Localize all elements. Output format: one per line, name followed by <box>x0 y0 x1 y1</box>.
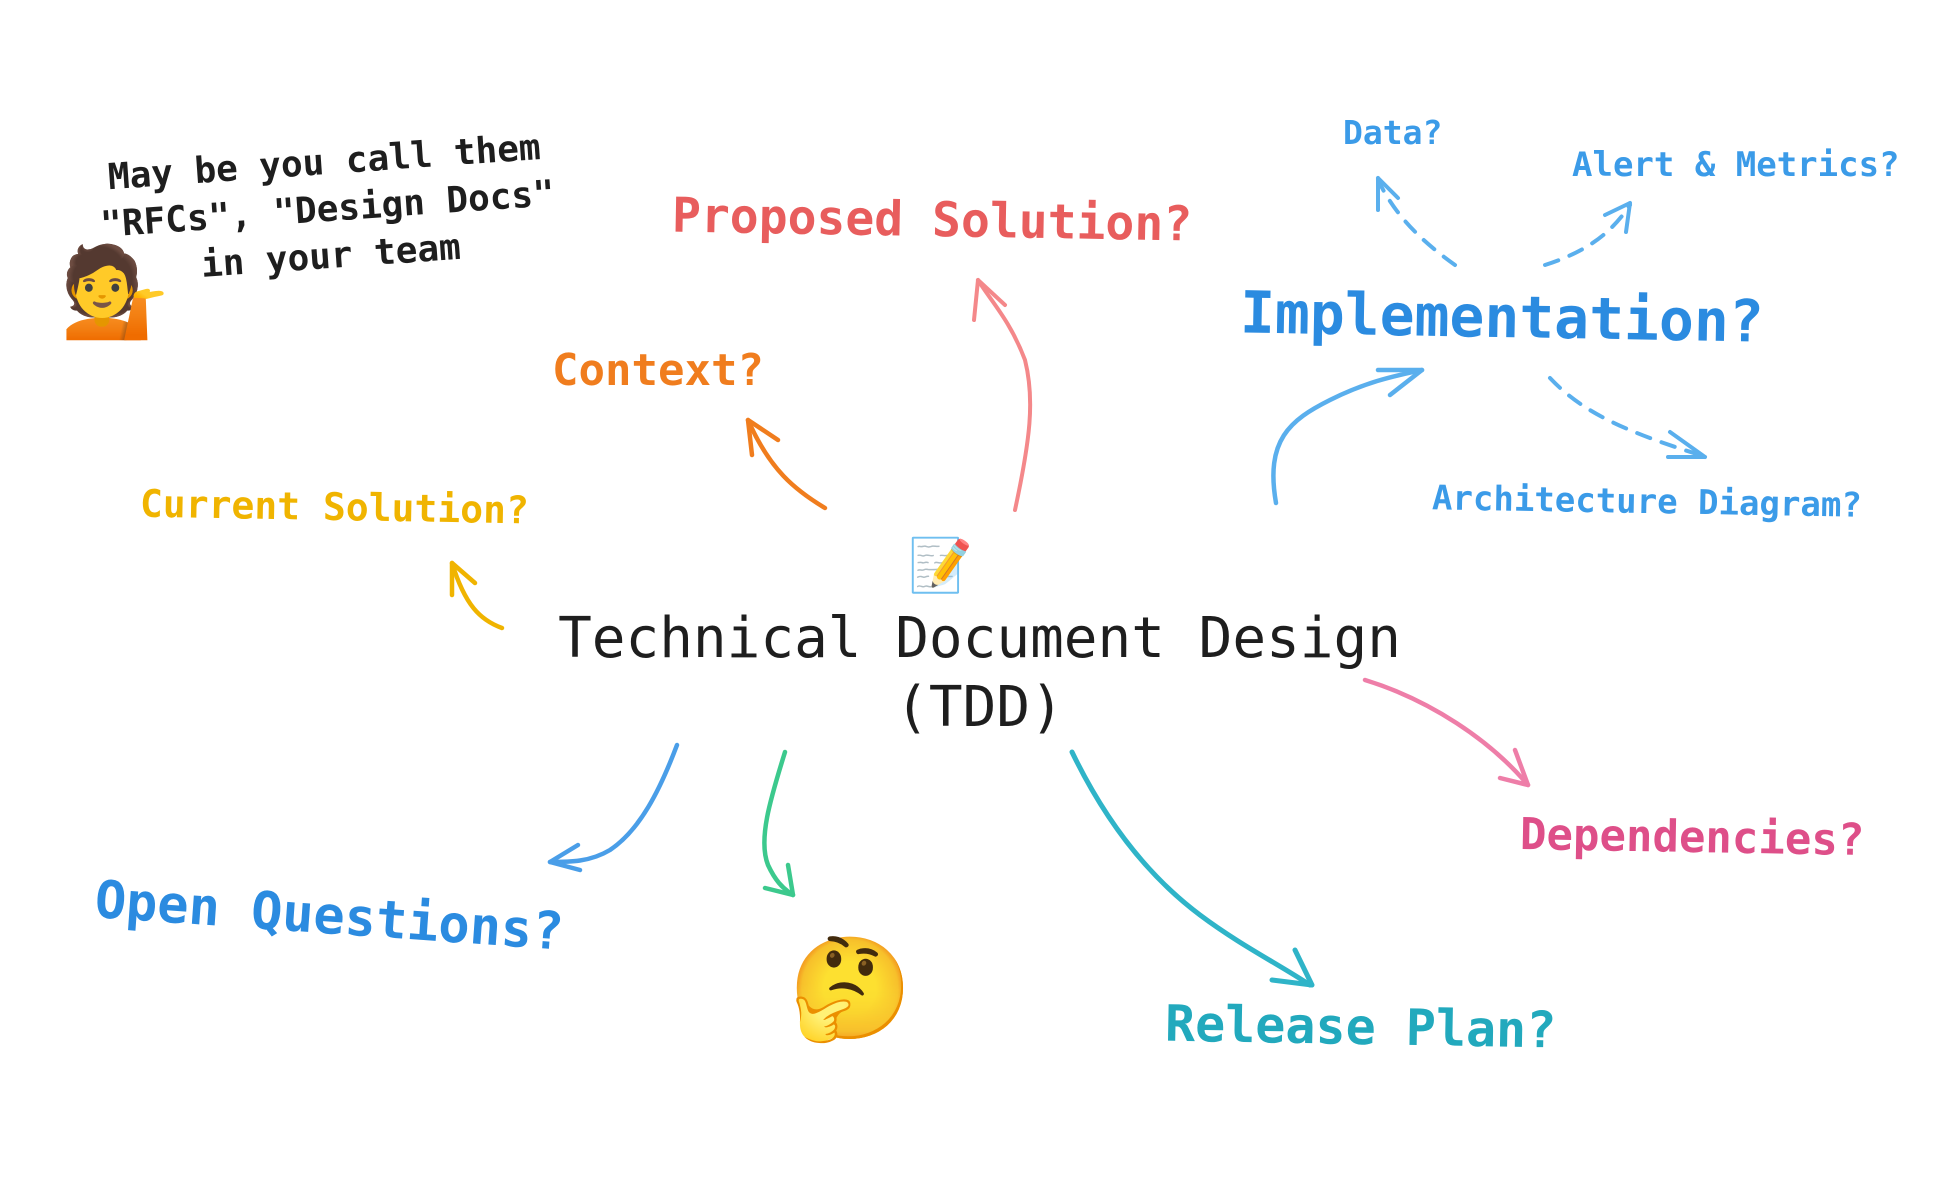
thinking-face-emoji: 🤔 <box>788 930 913 1047</box>
topic-release-plan: Release Plan? <box>1164 994 1557 1060</box>
topic-proposed-solution: Proposed Solution? <box>671 187 1193 253</box>
arrow-release-plan <box>1069 749 1315 988</box>
arrow-architecture-diagram <box>1548 376 1702 457</box>
arrow-context <box>745 417 828 511</box>
topic-data: Data? <box>1343 113 1443 152</box>
topic-dependencies: Dependencies? <box>1519 808 1865 867</box>
center-title-line1: Technical Document Design <box>558 606 1401 671</box>
arrow-alert-metrics <box>1543 203 1632 267</box>
memo-emoji: 📝 <box>908 536 973 596</box>
arrow-implementation <box>1271 367 1425 506</box>
arrow-dependencies <box>1362 677 1531 788</box>
arrow-data <box>1376 178 1457 267</box>
topic-context: Context? <box>552 345 764 396</box>
arrow-proposed-solution <box>972 278 1033 512</box>
center-title-line2: (TDD) <box>895 674 1064 740</box>
arrowhead-architecture-diagram <box>1666 430 1707 459</box>
arrow-thinking <box>762 749 796 898</box>
person-tipping-hand-emoji: 💁 <box>60 240 170 343</box>
arrowhead-alert-metrics <box>1603 201 1632 234</box>
topic-alert-metrics: Alert & Metrics? <box>1572 145 1900 185</box>
center-title: Technical Document Design (TDD) <box>0 605 1959 743</box>
topic-architecture-diagram: Architecture Diagram? <box>1431 478 1863 526</box>
topic-implementation: Implementation? <box>1239 278 1765 356</box>
topic-current-solution: Current Solution? <box>139 481 530 533</box>
arrow-current-solution <box>449 560 505 631</box>
arrowhead-data <box>1376 176 1400 212</box>
arrow-open-questions <box>547 742 680 873</box>
